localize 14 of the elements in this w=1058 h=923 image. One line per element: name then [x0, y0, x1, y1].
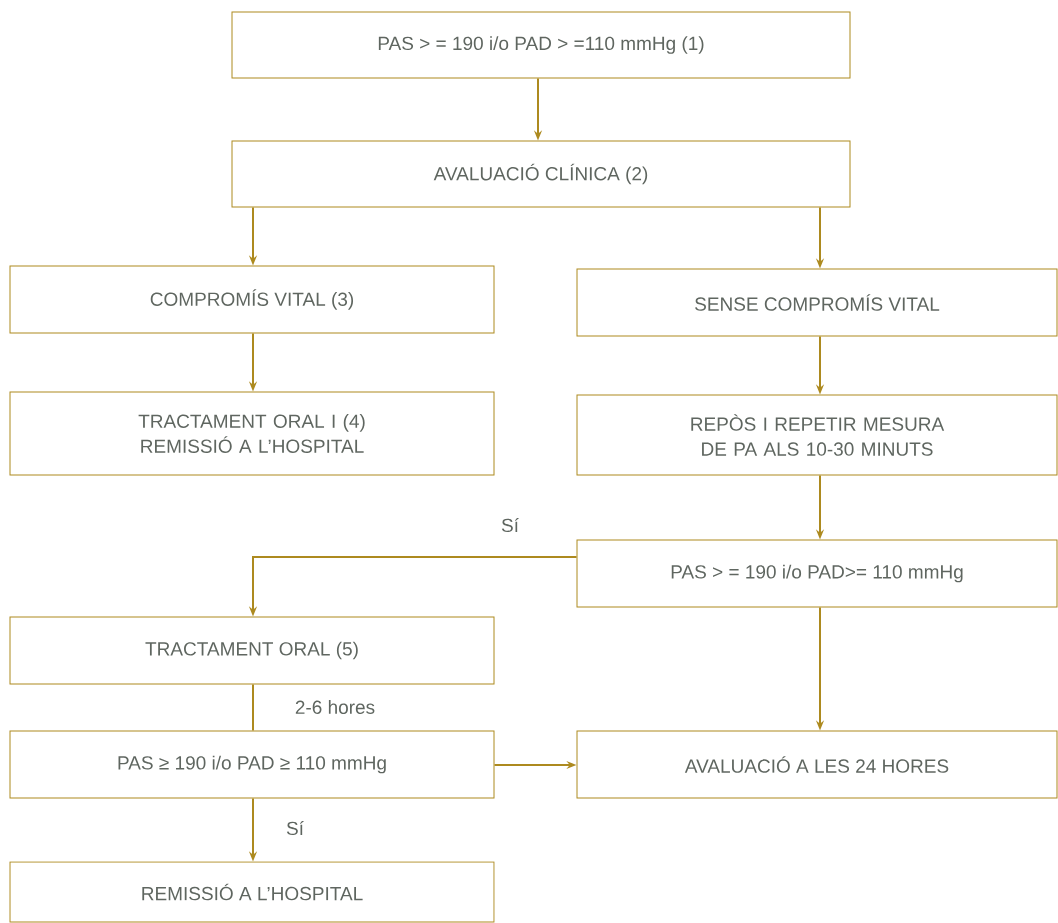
process-box: TRACTAMENT ORAL I (4) REMISSIÓ A L’HOSPITAL [9, 391, 495, 476]
process-box: REMISSIÓ A L’HOSPITAL [9, 861, 495, 923]
process-box: PAS > = 190 i/o PAD > =110 mmHg (1) [231, 11, 851, 79]
process-box: TRACTAMENT ORAL (5) [9, 616, 495, 685]
process-box: AVALUACIÓ CLÍNICA (2) [231, 140, 851, 208]
edge-label: Sí [285, 819, 305, 837]
process-box: AVALUACIÓ A LES 24 HORES [576, 730, 1058, 799]
edge-label: 2-6 hores [293, 699, 377, 715]
process-box: PAS ≥ 190 i/o PAD ≥ 110 mmHg [9, 730, 495, 799]
process-box: PAS > = 190 i/o PAD>= 110 mmHg [576, 539, 1058, 608]
edge-label: Sí [500, 516, 520, 534]
process-box: REPÒS I REPETIR MESURA DE PA ALS 10-30 MINUTS [576, 394, 1058, 476]
process-box: COMPROMÍS VITAL (3) [9, 265, 495, 334]
process-box: SENSE COMPROMÍS VITAL [576, 268, 1058, 337]
